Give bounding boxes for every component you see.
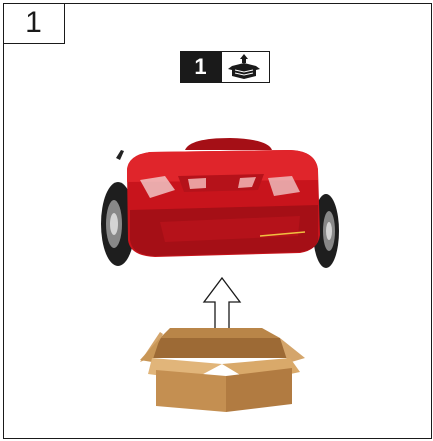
- open-box-illustration: [140, 328, 305, 412]
- machine-illustration: [101, 138, 339, 268]
